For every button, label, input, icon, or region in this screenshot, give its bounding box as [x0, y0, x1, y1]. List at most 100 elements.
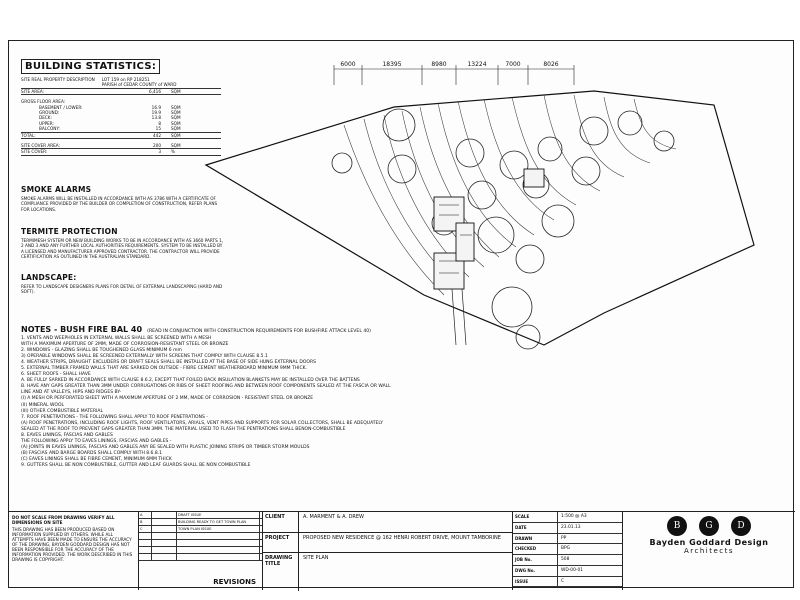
note-line: 4. WEATHER STRIPS, DRAUGHT EXCLUDERS OR …: [21, 360, 316, 366]
note-line: 2. WINDOWS - GLAZING SHALL BE TOUGHENED …: [21, 348, 182, 354]
meta-value: 1:500 @ A3: [561, 514, 587, 519]
revision-row: [139, 540, 262, 547]
smoke-alarms-section: SMOKE ALARMS SMOKE ALARMS WILL BE INSTAL…: [21, 185, 226, 212]
note-line: A. BE FULLY SARKED IN ACCORDANCE WITH CL…: [21, 378, 360, 384]
note-line: 3) OPERABLE WINDOWS SHALL BE SCREENED EX…: [21, 354, 268, 360]
stats-cell-v: 8: [158, 120, 161, 126]
note-line: 5. EXTERNAL TIMBER FRAMED WALLS THAT ARE…: [21, 366, 307, 372]
landscape-title: LANDSCAPE:: [21, 273, 77, 282]
stats-cell-v: 19.9: [151, 110, 161, 116]
note-line: (I) A MESH OR PERFORATED SHEET WITH A MA…: [21, 396, 314, 402]
note-line: (B) FASCIAS AND BARGE BOARDS SHALL COMPL…: [21, 450, 163, 456]
firm-logo-b: B: [667, 516, 687, 536]
stats-cell-v: LOT 159 on RP 218251: [101, 77, 150, 82]
note-line: LINE AND AT VALLEYS, HIPS AND RIDGES BY-: [21, 390, 122, 396]
drawing-title-value: SITE PLAN: [303, 555, 329, 561]
stats-cell-k: SITE COVER:: [21, 149, 48, 155]
note-line: (II) MINERAL WOOL: [21, 402, 65, 408]
project-label: PROJECT: [263, 532, 299, 552]
note-line: 1. VENTS AND WEEPHOLES IN EXTERNAL WALLS…: [21, 336, 212, 341]
meta-value: BPG: [561, 546, 571, 552]
plan-dim-1: 6000: [340, 61, 355, 68]
revision-cell: [177, 533, 260, 539]
site-plan-drawing: 6000 18395 8980 13224 7000 8026: [204, 61, 755, 350]
stats-cell-u: SQM: [171, 126, 181, 132]
trees: [331, 108, 675, 350]
note-line: 6. SHEET ROOFS - SHALL HAVE: [21, 372, 91, 378]
stats-cell-v: PARISH of CEDAR COUNTY of WARD: [101, 82, 177, 88]
note-line: (C) EAVES LININGS SHALL BE FIBRE CEMENT,…: [21, 456, 172, 462]
project-value: PROPOSED NEW RESIDENCE @ 162 HENRI ROBER…: [303, 534, 501, 541]
revision-cell: B: [139, 519, 152, 525]
revision-cell: [177, 554, 260, 560]
plan-dim-2: 18395: [382, 61, 401, 68]
stats-cell-k: SITE COVER AREA:: [21, 143, 60, 149]
landscape-section: LANDSCAPE: REFER TO LANDSCAPE DESIGNERS …: [21, 273, 226, 295]
firm-subtitle: Architects: [683, 547, 735, 555]
note-line: 7. ROOF PENETRATIONS - THE FOLLOWING SHA…: [21, 414, 208, 420]
meta-label: JOB No.: [513, 555, 558, 565]
note-line: THE FOLLOWING APPLY TO EAVES LININGS, FA…: [21, 438, 172, 444]
bushfire-notes: NOTES - BUSH FIRE BAL 40 (READ IN CONJUN…: [21, 317, 471, 469]
driveway: [451, 288, 467, 346]
termite-protection-text: TERMIMESH SYSTEM OR NEW BUILDING WORKS T…: [21, 238, 224, 260]
stats-cell-u: SQM: [171, 115, 181, 121]
stats-cell-u: SQM: [171, 120, 181, 126]
building-statistics-table: SITE REAL PROPERTY DESCRIPTION LOT 159 on…: [21, 77, 221, 156]
plan-dim-3: 8980: [431, 61, 446, 68]
meta-value: PP: [561, 535, 567, 541]
revision-cell: [177, 547, 260, 553]
stats-cell-k: SITE REAL PROPERTY DESCRIPTION: [21, 77, 95, 82]
plan-dim-5: 7000: [505, 61, 520, 68]
drawing-title-label: DRAWING TITLE: [263, 553, 299, 591]
revision-cell: [152, 547, 177, 553]
stats-cell-v: 13.8: [151, 115, 161, 121]
drawing-sheet: BUILDING STATISTICS: SITE REAL PROPERTY …: [8, 40, 795, 591]
smoke-alarms-text: SMOKE ALARMS WILL BE INSTALLED IN ACCORD…: [21, 196, 218, 212]
plan-dim-4: 13224: [467, 61, 486, 68]
firm-logo-g: G: [699, 516, 719, 536]
house-footprint: [433, 168, 545, 290]
stats-cell-k: BALCONY:: [39, 126, 60, 132]
note-line: (A) ROOF PENETRATIONS, INCLUDING ROOF LI…: [21, 420, 384, 426]
project-box: CLIENT A. MARMENT & A. DREW PROJECT PROP…: [263, 512, 513, 591]
building-statistics-title: BUILDING STATISTICS:: [21, 59, 161, 74]
stats-cell-u: SQM: [171, 88, 181, 94]
stats-cell-k: [21, 82, 102, 87]
stats-cell-v: 200: [153, 143, 161, 149]
stats-row: BALCONY: 15 SQM: [21, 126, 221, 133]
revision-cell: [177, 540, 260, 546]
revision-cell: [152, 512, 177, 518]
revision-cell: [139, 547, 152, 553]
note-line: WITH A MAXIMUM APERTURE OF 2MM, MADE OF …: [21, 342, 229, 348]
stats-cell-v: 6,416: [149, 88, 161, 94]
stats-cell-u: SQM: [171, 132, 181, 138]
disclaimer-box: DO NOT SCALE FROM DRAWING VERIFY ALL DIM…: [9, 512, 139, 590]
client-value: A. MARMENT & A. DREW: [303, 514, 365, 520]
disclaimer-title: DO NOT SCALE FROM DRAWING VERIFY ALL DIM…: [12, 515, 115, 525]
note-line: 8. EAVES LININGS, FASCIAS AND GABLES: [21, 432, 113, 438]
stats-cell-k: DECK:: [39, 115, 52, 121]
revision-cell: [152, 533, 177, 539]
termite-protection-section: TERMITE PROTECTION TERMIMESH SYSTEM OR N…: [21, 227, 226, 260]
stats-cell-k: GROUND:: [39, 110, 60, 116]
revision-cell: [152, 526, 177, 532]
note-line: SEALED AT THE ROOF TO PREVENT GAPS GREAT…: [21, 426, 346, 432]
stats-cell-u: SQM: [171, 110, 181, 116]
meta-value: WD-00-01: [561, 567, 584, 573]
note-line: (A) JOINTS IN EAVES LININGS, FASCIAS AND…: [21, 444, 310, 450]
stats-cell-v: 442: [153, 132, 161, 138]
stats-cell-v: 15: [155, 126, 161, 132]
meta-value: 508: [561, 557, 570, 562]
landscape-text: REFER TO LANDSCAPE DESIGNERS PLANS FOR D…: [21, 284, 223, 295]
termite-protection-title: TERMITE PROTECTION: [21, 227, 118, 236]
revision-cell: [152, 554, 177, 560]
stats-cell-u: %: [171, 149, 175, 155]
